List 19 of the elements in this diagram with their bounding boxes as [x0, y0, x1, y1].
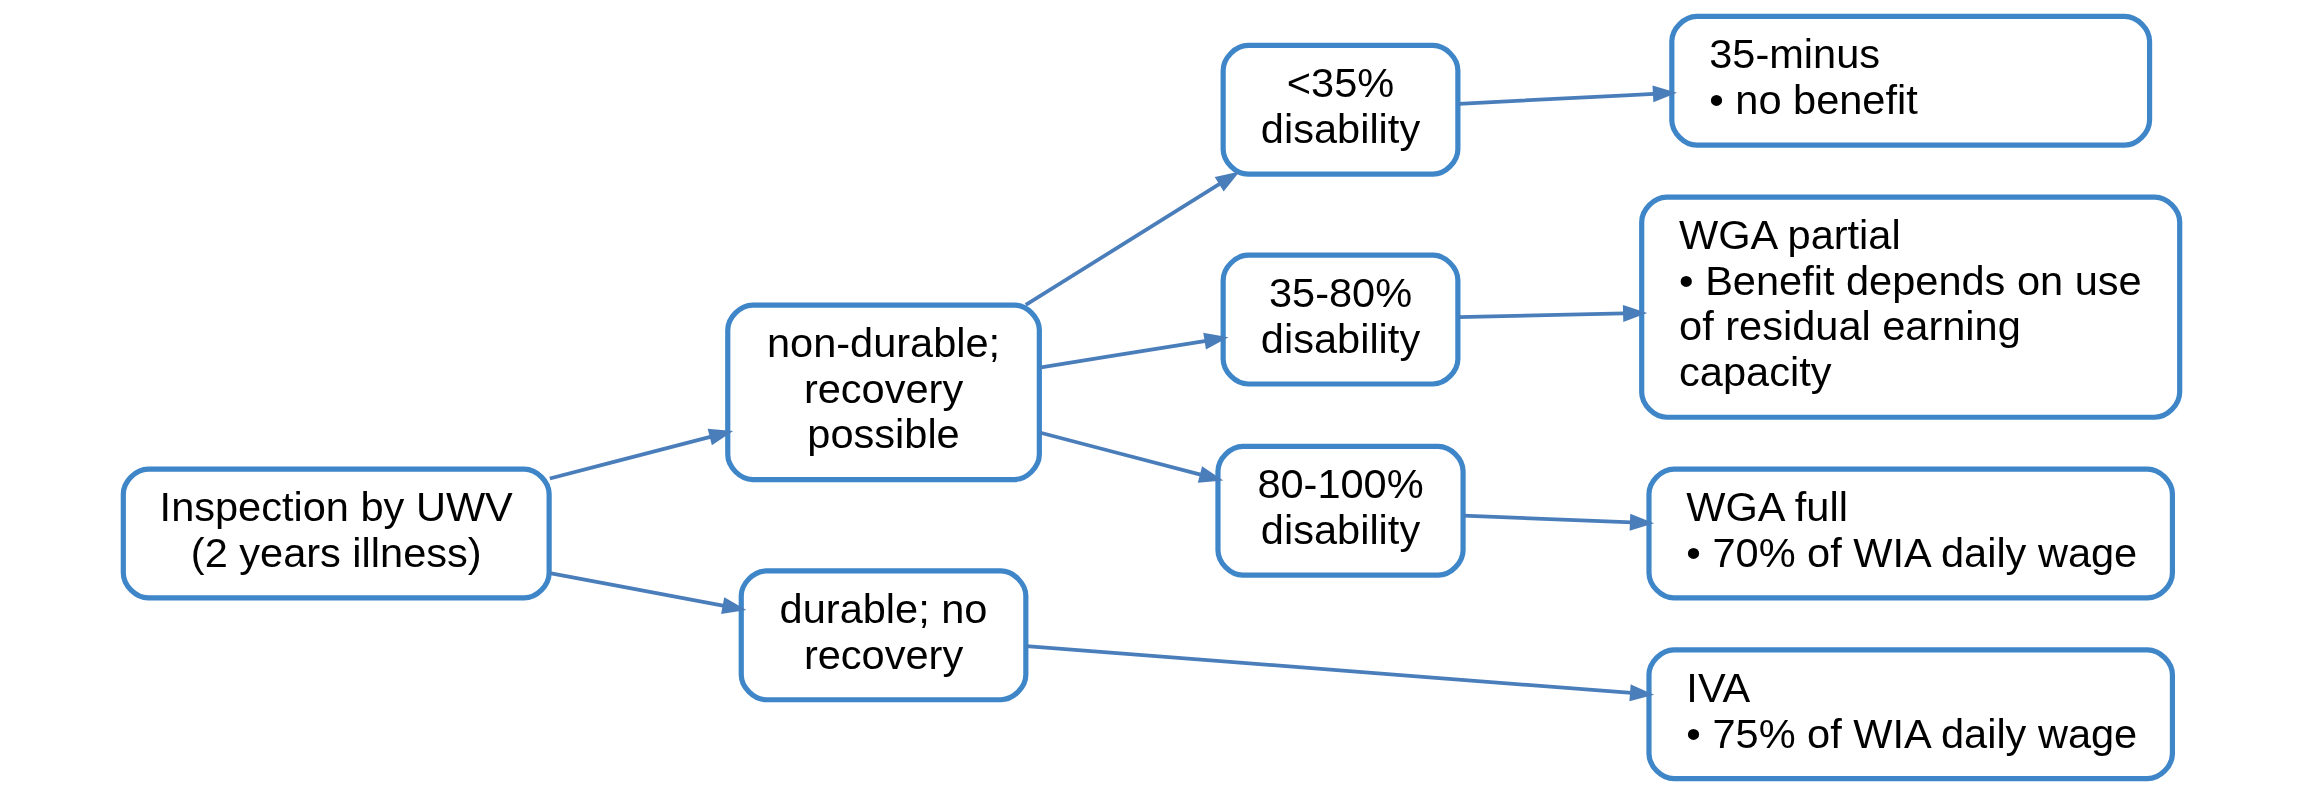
- node-box: IVA • 75% of WIA daily wage: [1646, 647, 2175, 782]
- node-box: 80-100% disability: [1215, 443, 1466, 578]
- arrow: [1039, 430, 1224, 483]
- arrow: [549, 428, 734, 481]
- arrow: [549, 571, 747, 614]
- node-box: durable; no recovery: [738, 568, 1029, 703]
- arrow: [1026, 644, 1655, 702]
- node-box: Inspection by UWV (2 years illness): [120, 466, 552, 601]
- node-box: WGA partial • Benefit depends on use of residual earning capacity: [1639, 194, 2183, 420]
- node-box: non-durable; recovery possible: [725, 302, 1042, 483]
- arrow: [1024, 171, 1240, 307]
- node-box: 35-minus • no benefit: [1669, 13, 2153, 148]
- arrow: [1458, 85, 1678, 106]
- node-box: <35% disability: [1220, 42, 1461, 177]
- node-box: WGA full • 70% of WIA daily wage: [1646, 466, 2175, 601]
- arrow: [1458, 305, 1648, 322]
- node-box: 35-80% disability: [1220, 252, 1461, 387]
- arrow: [1463, 513, 1655, 531]
- arrow: [1039, 332, 1229, 370]
